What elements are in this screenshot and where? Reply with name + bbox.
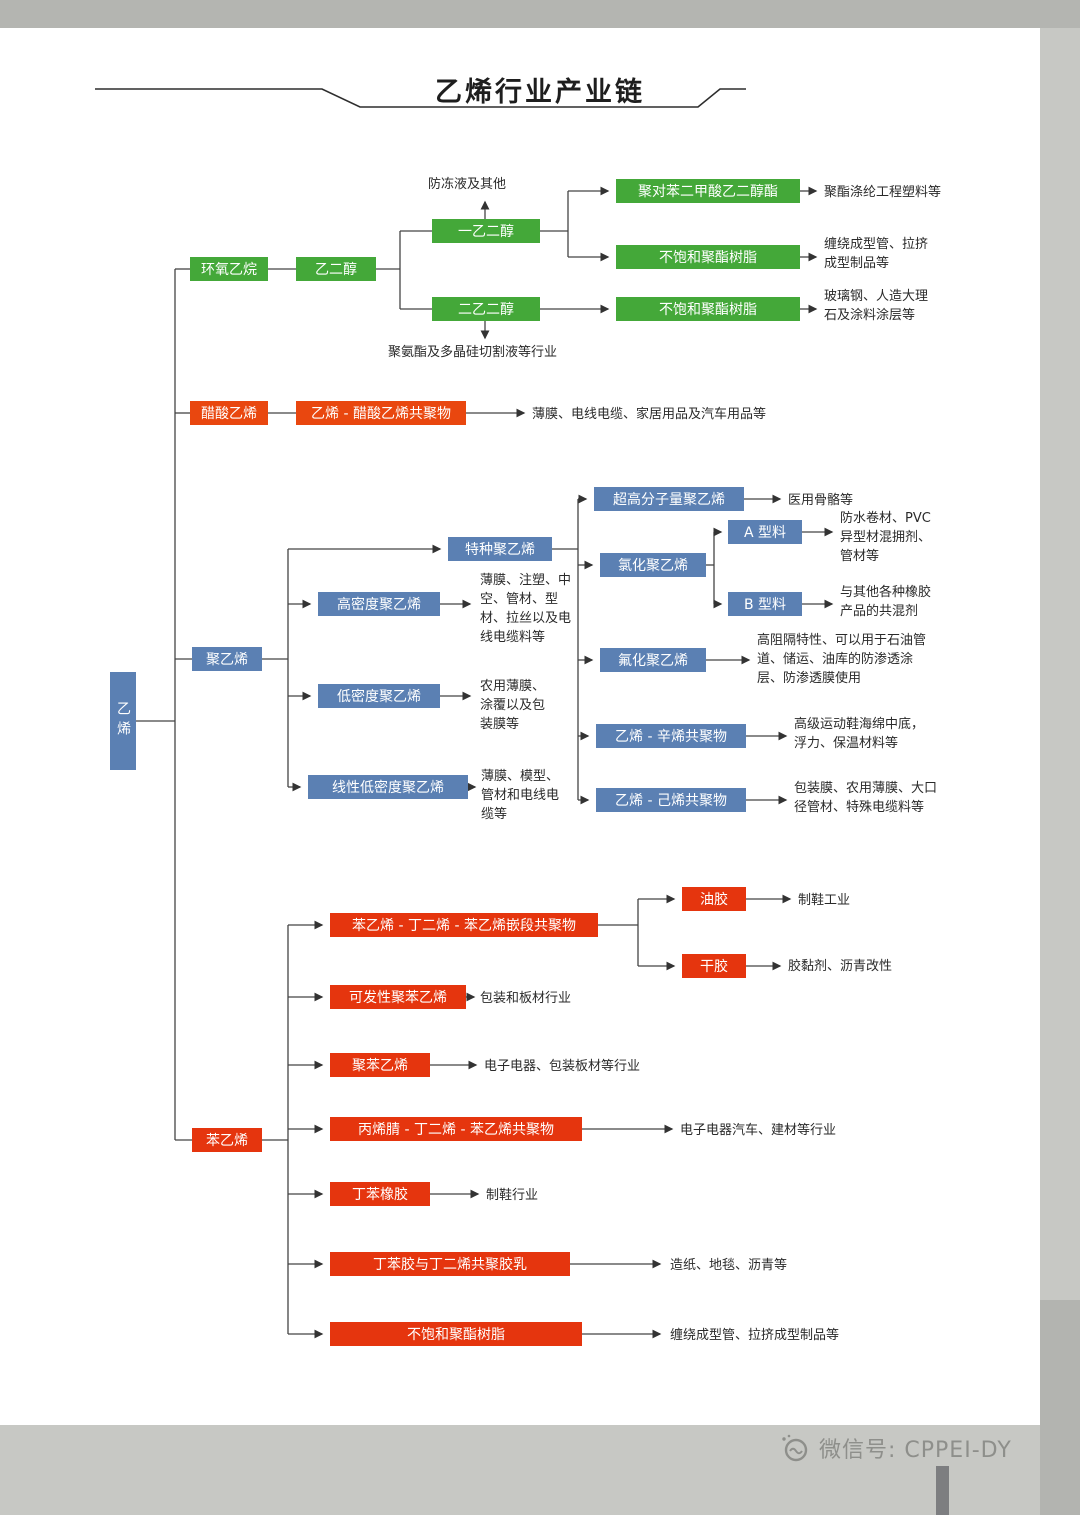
node-sbr: 丁苯橡胶 [330,1182,430,1206]
paper [0,28,1040,1425]
use-sbr: 制鞋行业 [486,1188,539,1203]
node-hdpe: 高密度聚乙烯 [318,592,440,616]
node-type-a: A 型料 [728,520,802,544]
node-octene-copolymer: 乙烯 - 辛烯共聚物 [596,724,746,748]
node-special-pe: 特种聚乙烯 [448,537,552,561]
node-deg: 二乙二醇 [432,297,540,321]
use-uhmwpe: 医用骨骼等 [788,493,854,508]
use-octene: 高级运动鞋海绵中底，浮力、保温材料等 [794,717,925,751]
node-ethylene: 乙烯 [110,672,136,770]
use-hexene: 包装膜、农用薄膜、大口径管材、特殊电缆料等 [794,781,938,815]
node-eps: 可发性聚苯乙烯 [330,985,466,1009]
node-ldpe: 低密度聚乙烯 [318,684,440,708]
node-abs: 丙烯腈 - 丁二烯 - 苯乙烯共聚物 [330,1117,582,1141]
use-pet: 聚酯涤纶工程塑料等 [824,185,942,200]
node-pet: 聚对苯二甲酸乙二醇酯 [616,179,800,203]
use-oil-rubber: 制鞋工业 [798,893,851,908]
node-vinyl-acetate: 醋酸乙烯 [190,401,268,425]
node-polyethylene: 聚乙烯 [192,647,262,671]
use-polystyrene: 电子电器、包装板材等行业 [484,1059,641,1074]
watermark: 微信号: CPPEI-DY [780,1432,1012,1464]
node-sb-latex: 丁苯胶与丁二烯共聚胶乳 [330,1252,570,1276]
watermark-text: 微信号: CPPEI-DY [819,1438,1012,1463]
node-meg: 一乙二醇 [432,219,540,243]
use-lldpe: 薄膜、模型、管材和电线电缆等 [481,769,560,822]
node-sbs: 苯乙烯 - 丁二烯 - 苯乙烯嵌段共聚物 [330,913,598,937]
node-cpe: 氯化聚乙烯 [600,553,706,577]
node-ethylene-glycol: 乙二醇 [296,257,376,281]
note-polyurethane: 聚氨酯及多晶硅切割液等行业 [388,345,558,360]
node-fpe: 氟化聚乙烯 [600,648,706,672]
scan-edge-right [1040,1300,1080,1515]
node-styrene: 苯乙烯 [192,1128,262,1152]
use-upr-red: 缠绕成型管、拉挤成型制品等 [670,1328,840,1343]
use-eps: 包装和板材行业 [480,991,572,1006]
use-ldpe: 农用薄膜、涂覆以及包装膜等 [480,679,546,732]
note-antifreeze: 防冻液及其他 [428,177,507,192]
node-upr-b: 不饱和聚酯树脂 [616,297,800,321]
node-eva: 乙烯 - 醋酸乙烯共聚物 [296,401,466,425]
use-eva: 薄膜、电线电缆、家居用品及汽车用品等 [532,407,767,422]
use-dry-rubber: 胶黏剂、沥青改性 [788,959,893,974]
use-type-a: 防水卷材、PVC异型材混拥剂、管材等 [840,511,932,564]
node-uhmwpe: 超高分子量聚乙烯 [594,487,744,511]
node-type-b: B 型料 [728,592,802,616]
node-lldpe: 线性低密度聚乙烯 [308,775,468,799]
use-upr-a: 缠绕成型管、拉挤成型制品等 [824,237,929,271]
node-oil-rubber: 油胶 [682,887,746,911]
node-ethylene-oxide: 环氧乙烷 [190,257,268,281]
node-hexene-copolymer: 乙烯 - 己烯共聚物 [596,788,746,812]
scan-edge-top [0,0,1080,28]
node-upr-a: 不饱和聚酯树脂 [616,245,800,269]
scan-artifact-bar [936,1466,949,1515]
node-dry-rubber: 干胶 [682,954,746,978]
use-abs: 电子电器汽车、建材等行业 [680,1123,837,1138]
use-sb-latex: 造纸、地毯、沥青等 [670,1258,788,1273]
use-fpe: 高阻隔特性、可以用于石油管道、储运、油库的防渗透涂层、防渗透膜使用 [757,633,927,686]
node-upr-red: 不饱和聚酯树脂 [330,1322,582,1346]
use-type-b: 与其他各种橡胶产品的共混剂 [840,585,932,619]
use-hdpe: 薄膜、注塑、中空、管材、型材、拉丝以及电线电缆料等 [480,573,572,645]
node-polystyrene: 聚苯乙烯 [330,1053,430,1077]
wechat-logo-icon [782,1434,808,1462]
use-upr-b: 玻璃钢、人造大理石及涂料涂层等 [824,289,929,323]
diagram-title: 乙烯行业产业链 [435,77,645,108]
